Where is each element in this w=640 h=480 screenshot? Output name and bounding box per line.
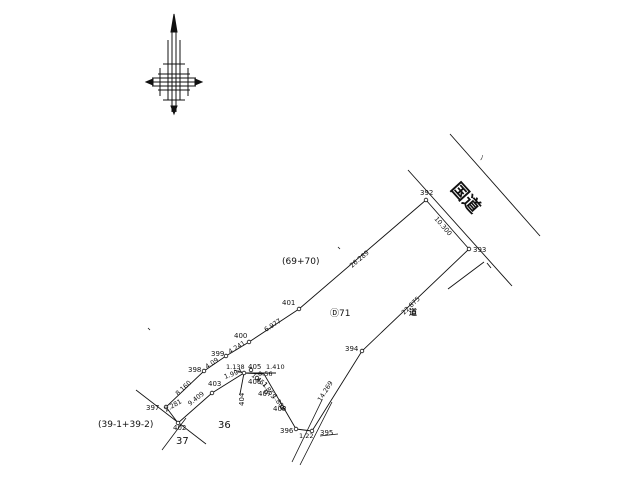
distance-396-395: 1.22: [299, 432, 313, 440]
north-arrow-icon: [144, 13, 204, 116]
point-397: 397: [146, 404, 159, 412]
road-label: 国道: [446, 178, 484, 217]
point-406: 406: [248, 378, 262, 386]
lot-36: 36: [218, 420, 231, 431]
point-393: 393: [473, 246, 486, 254]
distance-405-a: 1.138: [226, 363, 245, 371]
point-398: 398: [188, 366, 201, 374]
parcel-label: Ⓓ71: [330, 308, 350, 319]
point-407: 407: [258, 390, 271, 398]
distance-397-398: 8.160: [174, 379, 193, 398]
point-395: 395: [320, 429, 333, 437]
distance-398-399: 4.09: [204, 356, 220, 371]
parcel-label-left: (69+70): [282, 257, 319, 267]
survey-point-markers: [163, 197, 472, 434]
distance-405-b: 1.410: [266, 363, 285, 371]
point-408: 408: [273, 405, 286, 413]
point-392: 392: [420, 189, 433, 197]
distance-392-393: 10.300: [432, 215, 453, 237]
distance-397-402: 2.281: [163, 397, 183, 413]
road-edges: [407, 133, 541, 290]
distance-400-401: 6.977: [263, 317, 283, 334]
tick-mark: ﾉ: [480, 154, 484, 162]
point-404: 404: [238, 392, 246, 406]
point-394: 394: [345, 345, 359, 353]
point-405: 405: [248, 363, 261, 371]
neighbour-lines: [135, 389, 339, 466]
parcel-label-bottom-left: (39-1+39-2): [98, 420, 153, 430]
point-399: 399: [211, 350, 224, 358]
stray-marks: [147, 246, 341, 331]
road-small-label: 道: [409, 307, 417, 317]
point-402: 402: [173, 424, 186, 432]
point-400: 400: [234, 332, 247, 340]
distance-399-400: 4.241: [227, 339, 247, 356]
point-396: 396: [280, 427, 294, 435]
lot-37: 37: [176, 436, 189, 447]
distance-401-392: 26.289: [348, 249, 371, 270]
distance-406-b: 0.56: [258, 370, 272, 378]
point-403: 403: [208, 380, 221, 388]
distance-402-403: 9.409: [186, 390, 206, 408]
point-401: 401: [282, 299, 295, 307]
